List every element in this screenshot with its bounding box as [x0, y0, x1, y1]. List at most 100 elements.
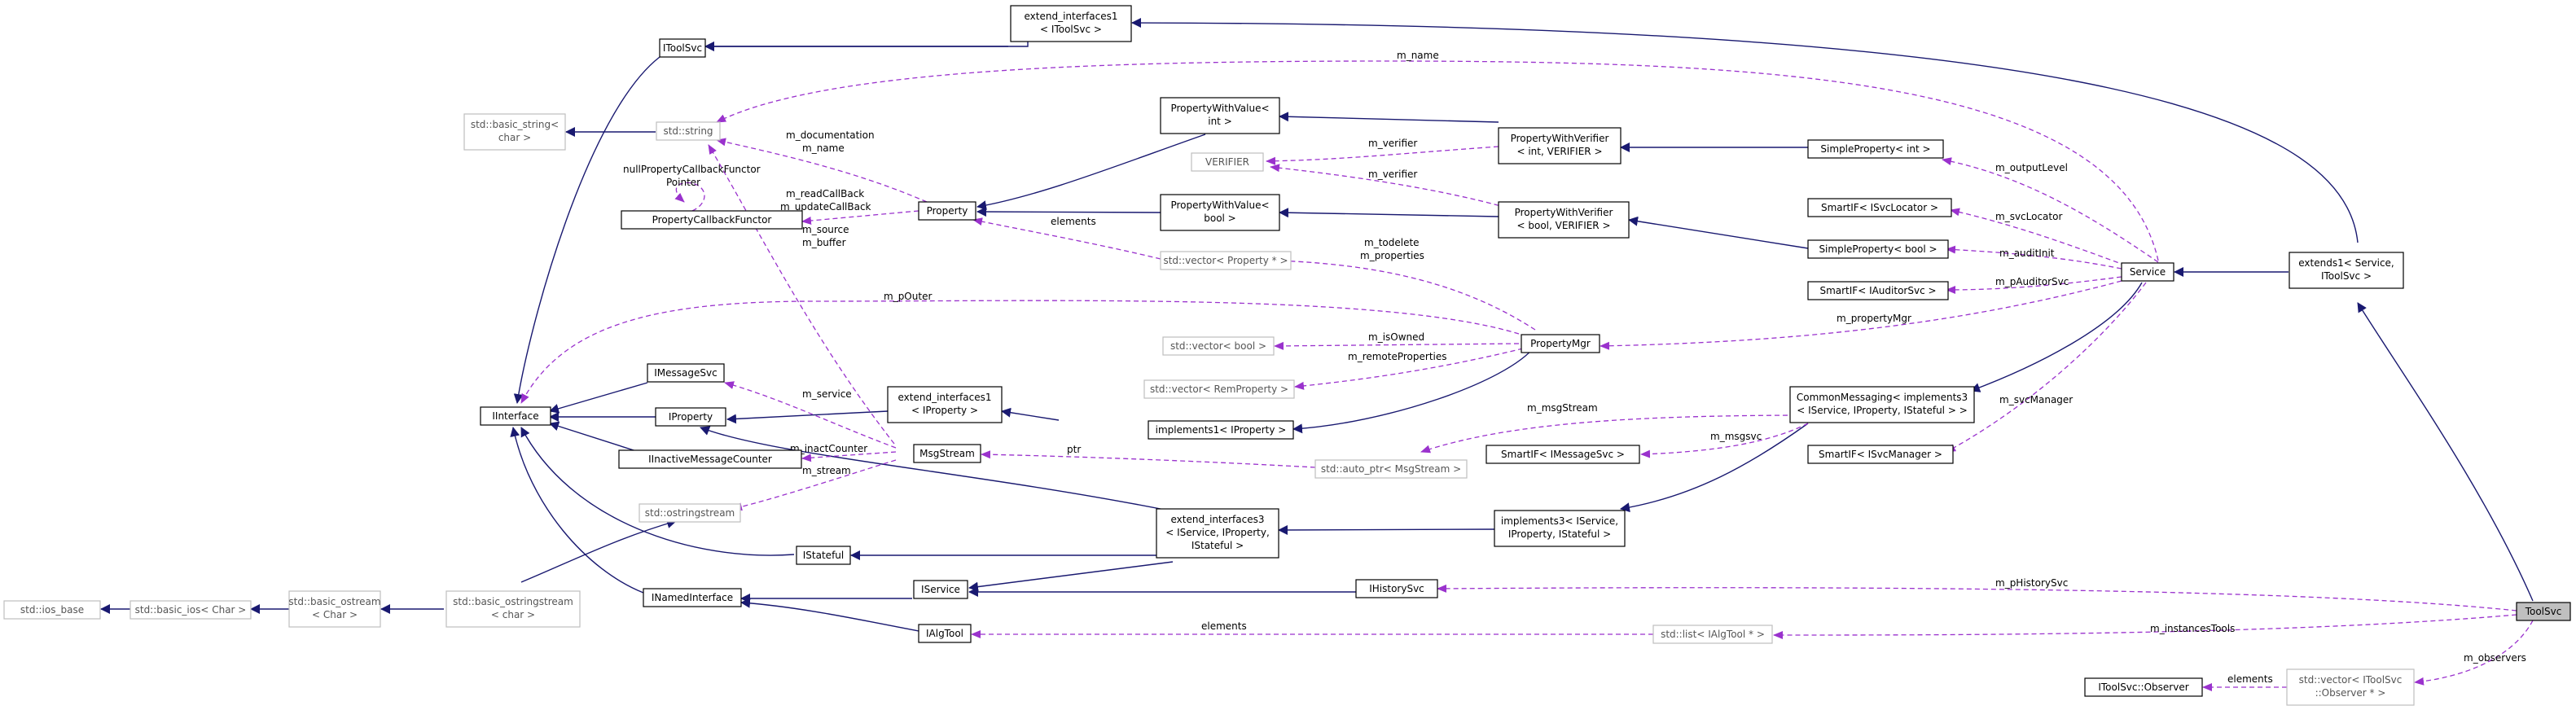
node-std-basic-ostringstream[interactable]: std::basic_ostringstream < char >: [445, 590, 581, 628]
edge-service-m-pauditorsvc: [1946, 276, 2122, 294]
node-std-ostringstream[interactable]: std::ostringstream: [639, 503, 741, 523]
node-verifier[interactable]: VERIFIER: [1191, 152, 1264, 172]
node-std-vector-observer[interactable]: std::vector< IToolSvc ::Observer * >: [2286, 668, 2415, 706]
node-std-auto-ptr-msgstream[interactable]: std::auto_ptr< MsgStream >: [1314, 459, 1468, 479]
svg-text:< IProperty >: < IProperty >: [911, 405, 978, 416]
node-std-vector-remproperty[interactable]: std::vector< RemProperty >: [1143, 379, 1295, 399]
edge-propertymgr-m-todelete: [1276, 256, 1536, 331]
svg-text:ToolSvc: ToolSvc: [2525, 606, 2562, 617]
node-toolsvc[interactable]: ToolSvc: [2516, 602, 2571, 621]
node-commonmessaging[interactable]: CommonMessaging< implements3 < IService,…: [1789, 386, 1975, 423]
label-m-pouter: m_pOuter: [884, 291, 932, 302]
node-smartif-isvcmanager[interactable]: SmartIF< ISvcManager >: [1807, 445, 1954, 464]
svg-text:IStateful: IStateful: [803, 550, 844, 561]
edge-pwverifier-bool-to-pwv-bool: [1279, 208, 1499, 218]
svg-text:std::auto_ptr< MsgStream >: std::auto_ptr< MsgStream >: [1321, 463, 1461, 475]
node-propertywithvalue-bool[interactable]: PropertyWithValue< bool >: [1160, 194, 1280, 231]
node-iinterface[interactable]: IInterface: [480, 406, 551, 426]
label-m-remoteproperties: m_remoteProperties: [1348, 351, 1447, 362]
node-msgstream[interactable]: MsgStream: [913, 444, 981, 463]
label-m-name: m_name: [1397, 50, 1439, 61]
node-implements1-iproperty[interactable]: implements1< IProperty >: [1148, 420, 1294, 440]
svg-text:PropertyWithValue<: PropertyWithValue<: [1170, 103, 1269, 114]
svg-text:< int, VERIFIER >: < int, VERIFIER >: [1516, 146, 1602, 157]
label-m-isowned: m_isOwned: [1368, 331, 1424, 343]
node-property[interactable]: Property: [918, 201, 976, 221]
node-smartif-imessagesvc[interactable]: SmartIF< IMessageSvc >: [1485, 445, 1640, 464]
node-property-callback-functor[interactable]: PropertyCallbackFunctor: [621, 210, 803, 230]
node-std-list-ialgtool[interactable]: std::list< IAlgTool * >: [1652, 625, 1773, 644]
label-m-stream: m_stream: [802, 465, 851, 476]
node-propertywithverifier-int[interactable]: PropertyWithVerifier < int, VERIFIER >: [1498, 127, 1622, 164]
node-std-ios-base[interactable]: std::ios_base: [3, 600, 101, 620]
svg-text:CommonMessaging< implements3: CommonMessaging< implements3: [1797, 392, 1968, 403]
node-smartif-iauditorsvc[interactable]: SmartIF< IAuditorSvc >: [1807, 281, 1949, 300]
svg-text:int >: int >: [1208, 116, 1232, 127]
node-std-basic-ostream[interactable]: std::basic_ostream < Char >: [288, 590, 381, 628]
node-std-basic-ios-char[interactable]: std::basic_ios< Char >: [129, 600, 252, 620]
label-m-inactcounter: m_inactCounter: [790, 443, 867, 454]
node-simpleproperty-bool[interactable]: SimpleProperty< bool >: [1807, 239, 1949, 259]
edge-vector-property-elements: [972, 217, 1161, 260]
svg-text:std::ios_base: std::ios_base: [20, 604, 84, 616]
node-imessagesvc[interactable]: IMessageSvc: [647, 363, 725, 383]
node-extend-interfaces1-itoolsvc[interactable]: extend_interfaces1 < IToolSvc >: [1010, 5, 1132, 42]
svg-text:SmartIF< IAuditorSvc >: SmartIF< IAuditorSvc >: [1819, 285, 1936, 296]
edge-nullprop-self: [674, 182, 705, 212]
edge-service-m-svclocator: [1950, 208, 2126, 266]
node-iproperty[interactable]: IProperty: [655, 407, 726, 427]
node-service[interactable]: Service: [2121, 262, 2174, 282]
edge-service-to-commonmessaging: [1970, 282, 2143, 392]
node-propertymgr[interactable]: PropertyMgr: [1521, 334, 1600, 353]
svg-text:std::string: std::string: [663, 125, 713, 137]
node-simpleproperty-int[interactable]: SimpleProperty< int >: [1807, 139, 1944, 159]
label-m-propertymgr: m_propertyMgr: [1837, 313, 1911, 324]
edge-propertymgr-m-pouter: [520, 300, 1520, 404]
node-implements3[interactable]: implements3< IService, IProperty, IState…: [1494, 510, 1626, 547]
node-extend-interfaces1-iproperty[interactable]: extend_interfaces1 < IProperty >: [887, 386, 1003, 423]
edge-ext1-to-itoolsvc: [704, 25, 1029, 51]
svg-text:SmartIF< IMessageSvc >: SmartIF< IMessageSvc >: [1501, 449, 1625, 460]
edge-implements1-to-extend-interfaces1-iproperty: [1001, 407, 1060, 421]
node-std-vector-property[interactable]: std::vector< Property * >: [1160, 251, 1292, 270]
node-propertywithvalue-int[interactable]: PropertyWithValue< int >: [1160, 97, 1280, 134]
svg-text:PropertyCallbackFunctor: PropertyCallbackFunctor: [652, 214, 772, 226]
node-extend-interfaces3[interactable]: extend_interfaces3 < IService, IProperty…: [1156, 508, 1279, 559]
svg-text:std::vector< Property * >: std::vector< Property * >: [1163, 255, 1288, 266]
label-m-verifier-int: m_verifier: [1368, 138, 1417, 149]
node-istateful[interactable]: IStateful: [796, 546, 851, 565]
edge-istateful-to-iinterface: [520, 427, 795, 556]
svg-text:extend_interfaces3: extend_interfaces3: [1171, 514, 1265, 525]
edge-extends1-to-extend-interfaces1: [1131, 18, 2359, 243]
label-m-svclocator: m_svcLocator: [1995, 211, 2062, 222]
svg-text:::Observer * >: ::Observer * >: [2315, 687, 2386, 699]
svg-text:PropertyWithVerifier: PropertyWithVerifier: [1515, 207, 1613, 218]
svg-text:IInactiveMessageCounter: IInactiveMessageCounter: [648, 454, 772, 465]
node-std-string[interactable]: std::string: [656, 121, 721, 141]
svg-text:extend_interfaces1: extend_interfaces1: [898, 392, 992, 403]
svg-text:Property: Property: [927, 205, 968, 217]
node-std-basic-string[interactable]: std::basic_string< char >: [463, 113, 566, 151]
svg-text:< char >: < char >: [491, 609, 535, 620]
label-m-auditinit: m_auditInit: [1999, 248, 2055, 259]
svg-text:INamedInterface: INamedInterface: [652, 592, 733, 603]
label-elements-algtool: elements: [1201, 620, 1247, 632]
node-ihistorysvc[interactable]: IHistorySvc: [1355, 579, 1438, 598]
node-extends1-service-itoolsvc[interactable]: extends1< Service, IToolSvc >: [2289, 252, 2404, 289]
node-ialgtool[interactable]: IAlgTool: [918, 624, 972, 643]
label-m-msgsvc: m_msgsvc: [1710, 431, 1762, 442]
node-iinactivemessagecounter[interactable]: IInactiveMessageCounter: [618, 449, 802, 469]
node-itoolsvc[interactable]: IToolSvc: [659, 38, 706, 58]
node-propertywithverifier-bool[interactable]: PropertyWithVerifier < bool, VERIFIER >: [1498, 201, 1630, 239]
label-m-properties: m_properties: [1360, 250, 1424, 261]
node-inamedinterface[interactable]: INamedInterface: [643, 588, 742, 607]
edge-commonmessaging-m-msgsvc: [1640, 423, 1809, 458]
svg-text:PropertyMgr: PropertyMgr: [1530, 338, 1591, 349]
node-itoolsvc-observer[interactable]: IToolSvc::Observer: [2084, 677, 2203, 697]
label-m-pauditorsvc: m_pAuditorSvc: [1995, 276, 2069, 287]
svg-text:IMessageSvc: IMessageSvc: [654, 367, 717, 379]
node-std-vector-bool[interactable]: std::vector< bool >: [1162, 336, 1275, 356]
node-iservice[interactable]: IService: [913, 580, 968, 599]
edge-basic-ostringstream-to-ostringstream: [520, 519, 677, 583]
node-smartif-isvclocator[interactable]: SmartIF< ISvcLocator >: [1807, 198, 1952, 217]
